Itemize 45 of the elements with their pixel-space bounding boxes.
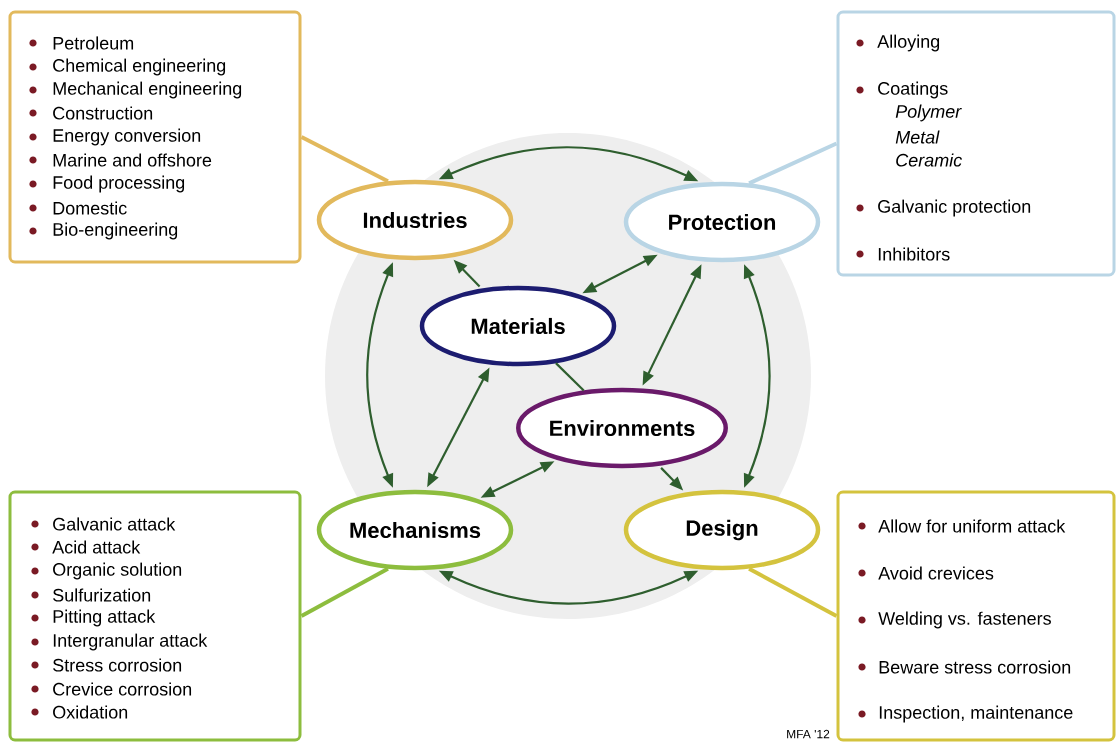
list-item: Sulfurization bbox=[53, 588, 151, 602]
list-item: Crevice corrosion bbox=[53, 682, 192, 696]
list-subitem: Metal bbox=[895, 130, 940, 144]
connector-line bbox=[300, 135, 389, 184]
list-subitem: Ceramic bbox=[896, 153, 962, 167]
ellipse-node: Mechanisms bbox=[316, 489, 514, 571]
list-item: Domestic bbox=[53, 201, 127, 215]
list-item: Food processing bbox=[53, 175, 185, 193]
list-item: Welding vs. fasteners bbox=[878, 611, 1051, 629]
list-box bbox=[836, 10, 1116, 277]
list-item: Petroleum bbox=[53, 36, 134, 50]
list-item: Energy conversion bbox=[53, 128, 201, 146]
list-item: Oxidation bbox=[53, 705, 128, 719]
list-item: Mechanical engineering bbox=[53, 81, 242, 99]
list-item: Inhibitors bbox=[878, 247, 950, 261]
ellipse-node: Industries bbox=[316, 179, 514, 261]
list-box bbox=[836, 490, 1116, 742]
list-item: Chemical engineering bbox=[53, 58, 226, 76]
list-item: Coatings bbox=[878, 81, 948, 99]
list-item: Allow for uniform attack bbox=[878, 519, 1066, 533]
ellipse-node: Environments bbox=[516, 387, 728, 469]
list-subitem: Polymer bbox=[895, 104, 962, 122]
list-item: Marine and offshore bbox=[53, 153, 212, 167]
list-box bbox=[8, 10, 302, 264]
list-item: Construction bbox=[53, 106, 153, 120]
list-item: Alloying bbox=[877, 34, 940, 52]
ellipse-node: Protection bbox=[623, 181, 821, 263]
ellipse-node: Materials bbox=[419, 285, 617, 367]
connector-line bbox=[748, 566, 838, 618]
list-item: Acid attack bbox=[52, 540, 141, 554]
list-item: Inspection, maintenance bbox=[879, 705, 1073, 723]
list-item: Intergranular attack bbox=[53, 633, 208, 651]
connector-line bbox=[748, 141, 838, 186]
list-item: Beware stress corrosion bbox=[879, 660, 1071, 674]
list-item: Galvanic attack bbox=[53, 517, 176, 531]
list-item: Avoid crevices bbox=[878, 566, 994, 580]
list-item: Organic solution bbox=[53, 562, 182, 580]
connector-line bbox=[555, 362, 585, 392]
list-box bbox=[8, 490, 302, 742]
list-item: Bio-engineering bbox=[53, 222, 178, 240]
ellipse-node: Design bbox=[623, 489, 821, 571]
connector-line bbox=[300, 566, 389, 618]
list-item: Galvanic protection bbox=[878, 199, 1031, 217]
list-item: Stress corrosion bbox=[53, 658, 182, 672]
list-item: Pitting attack bbox=[53, 609, 156, 627]
